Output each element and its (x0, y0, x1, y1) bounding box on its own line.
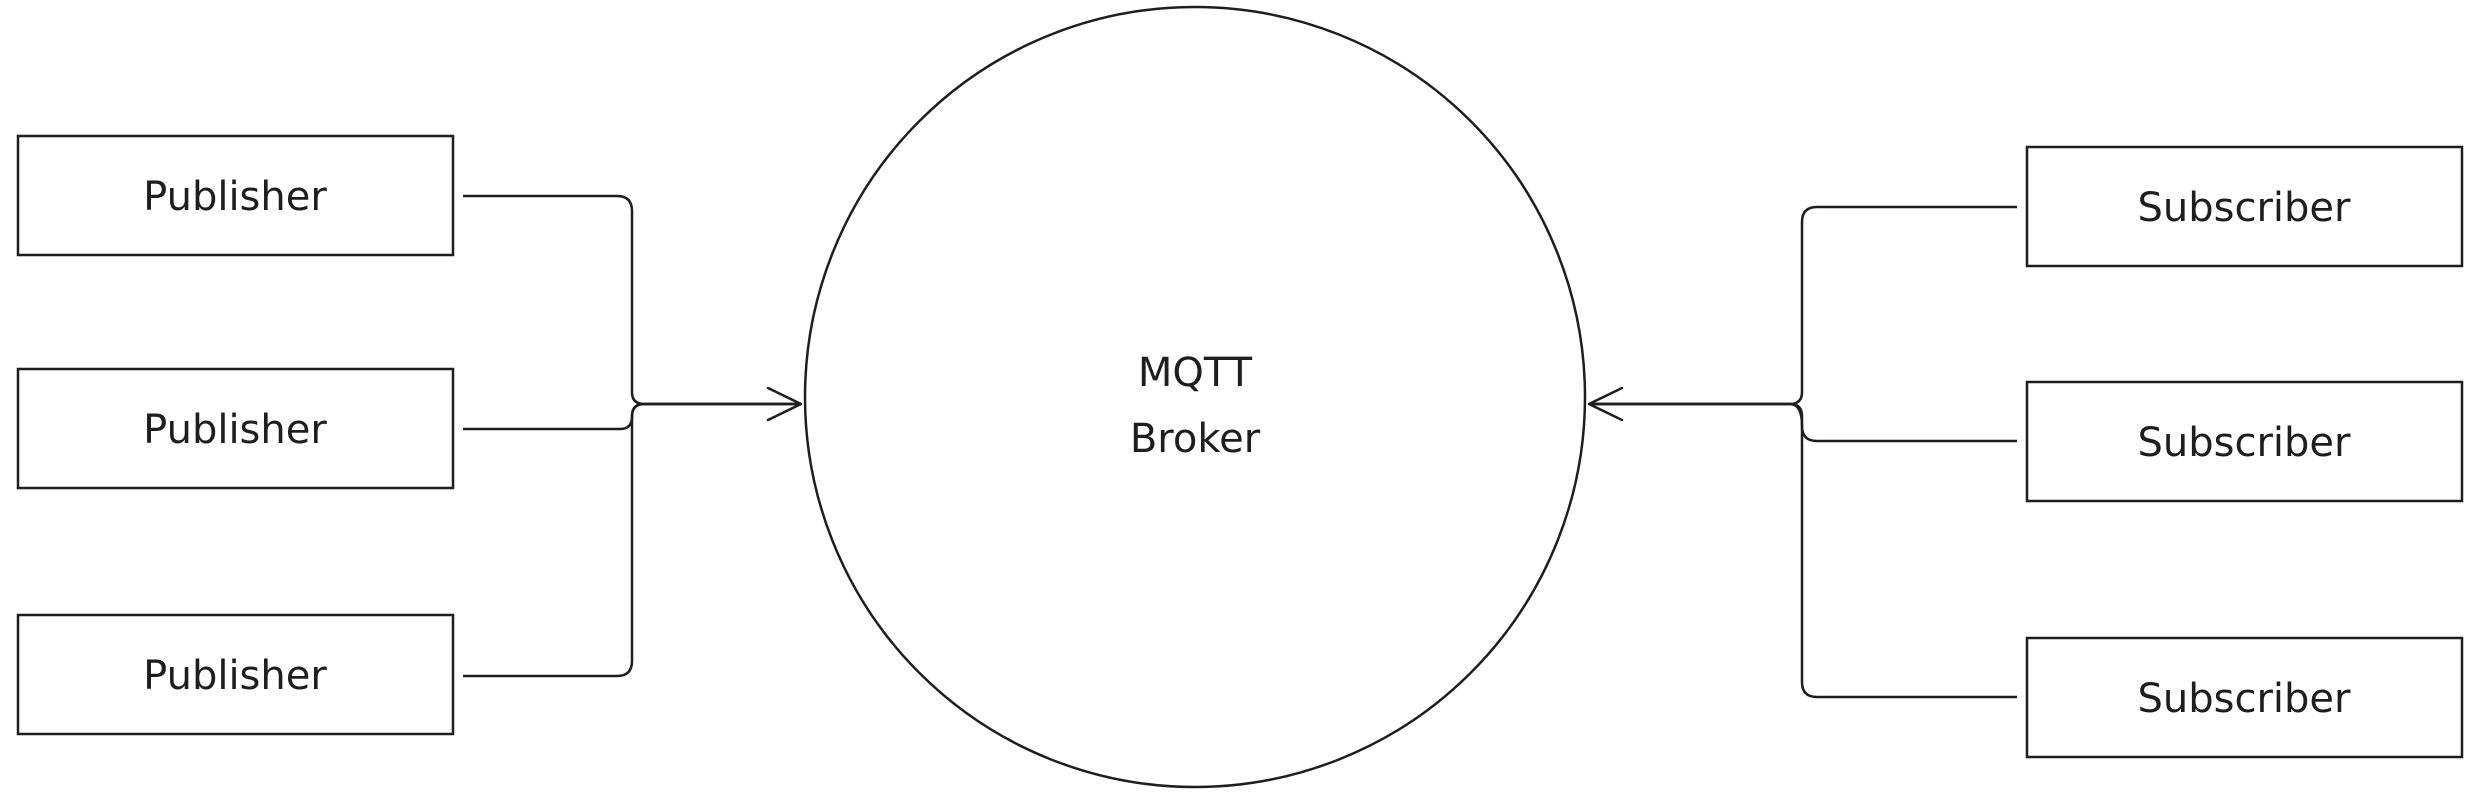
subscriber-box (2025, 636, 2464, 759)
publisher-node-2: Publisher (16, 367, 455, 490)
subscriber-box (2025, 380, 2464, 503)
broker-label-line1: MQTT (1138, 350, 1253, 396)
publisher-box (16, 134, 455, 257)
arrowhead-to-broker-left (766, 386, 803, 422)
publisher-label: Publisher (143, 407, 327, 453)
arrowhead-to-broker-right (1587, 386, 1624, 422)
publisher-connectors (463, 194, 803, 678)
connector-publisher-1 (463, 194, 800, 406)
subscriber-node-3: Subscriber (2025, 636, 2464, 759)
subscriber-label: Subscriber (2138, 676, 2352, 722)
subscriber-node-2: Subscriber (2025, 380, 2464, 503)
publisher-label: Publisher (143, 653, 327, 699)
publisher-box (16, 613, 455, 736)
publisher-node-3: Publisher (16, 613, 455, 736)
broker-circle (803, 5, 1587, 789)
broker-label-line2: Broker (1130, 416, 1261, 462)
subscriber-label: Subscriber (2138, 185, 2352, 231)
connector-publisher-3 (463, 402, 800, 678)
connector-subscriber-1 (1589, 205, 2017, 406)
subscriber-node-1: Subscriber (2025, 145, 2464, 268)
subscriber-connectors (1587, 205, 2017, 699)
subscriber-box (2025, 145, 2464, 268)
subscriber-label: Subscriber (2138, 420, 2352, 466)
publisher-box (16, 367, 455, 490)
broker-node: MQTT Broker (803, 5, 1587, 789)
publisher-label: Publisher (143, 174, 327, 220)
connector-subscriber-3 (1589, 402, 2017, 699)
publisher-node-1: Publisher (16, 134, 455, 257)
